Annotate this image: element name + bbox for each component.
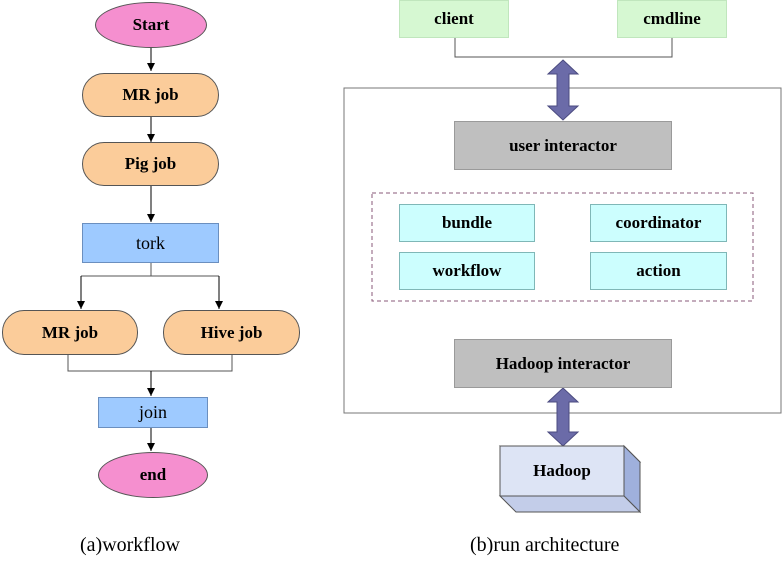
mr-job-node: MR job xyxy=(82,73,219,117)
fork-node: tork xyxy=(82,223,219,263)
user-interactor-node: user interactor xyxy=(454,121,672,170)
bundle-node: bundle xyxy=(399,204,535,242)
workflow-caption: (a)workflow xyxy=(80,534,180,556)
mr-job-branch-node: MR job xyxy=(2,310,138,355)
double-arrow-bottom xyxy=(546,387,580,447)
start-node: Start xyxy=(95,2,207,48)
join-merge-line xyxy=(67,355,233,372)
components-group xyxy=(371,192,754,302)
client-cmdline-connector xyxy=(454,38,673,58)
coordinator-node: coordinator xyxy=(590,204,727,242)
hadoop-box-bottom xyxy=(498,495,642,513)
client-node: client xyxy=(399,0,509,38)
end-node: end xyxy=(98,452,208,498)
pig-job-node: Pig job xyxy=(82,142,219,186)
architecture-caption: (b)run architecture xyxy=(470,534,620,556)
hadoop-interactor-node: Hadoop interactor xyxy=(454,339,672,388)
double-arrow-top xyxy=(546,59,580,121)
workflow-node: workflow xyxy=(399,252,535,290)
join-node: join xyxy=(98,397,208,428)
action-node: action xyxy=(590,252,727,290)
hadoop-box-front xyxy=(499,445,625,497)
hive-job-node: Hive job xyxy=(163,310,300,355)
hadoop-node-label: Hadoop xyxy=(533,461,591,480)
cmdline-node: cmdline xyxy=(617,0,727,38)
